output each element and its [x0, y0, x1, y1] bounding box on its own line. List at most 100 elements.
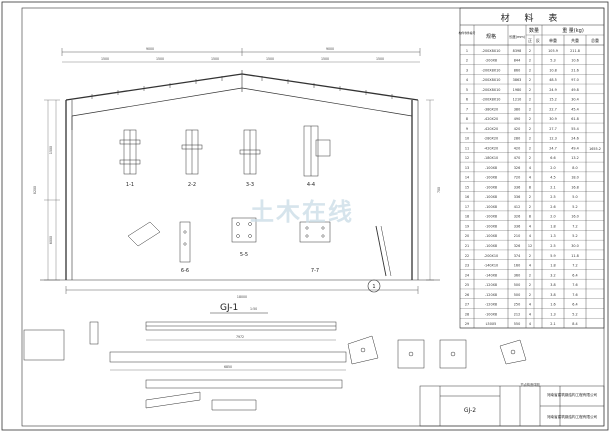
table-cell-total: 97.0: [571, 78, 579, 82]
table-cell-spec: -280X20: [484, 137, 498, 141]
table-cell-length: 380: [514, 107, 520, 111]
table-cell-spec: -120X8: [485, 303, 497, 307]
dim-rafter-4: 1500: [266, 57, 274, 61]
table-cell-spec: -200X8: [485, 59, 497, 63]
table-cell-a: 2: [529, 254, 531, 258]
table-cell-unit: 3.8: [550, 293, 555, 297]
table-cell-length: 336: [514, 185, 520, 189]
table-cell-spec: -100X8: [485, 166, 497, 170]
member-details: [23, 321, 527, 411]
table-cell-length: 500: [514, 293, 520, 297]
header-weight-total: 共重: [571, 37, 579, 43]
table-cell-no: 20: [465, 234, 469, 238]
table-cell-length: 1210: [513, 98, 522, 102]
table-cell-no: 11: [465, 146, 469, 150]
material-table: 材 料 表 构件零件编号 规格 长度(mm) 数量 正 反 重 量(kg) 单重…: [459, 7, 605, 329]
table-cell-a: 8: [529, 185, 531, 189]
dim-rafter-2: 1500: [156, 57, 164, 61]
table-cell-no: 9: [466, 127, 468, 131]
table-cell-total: 16.0: [571, 215, 579, 219]
table-cell-total: 8.0: [572, 166, 577, 170]
table-cell-length: 844: [514, 59, 520, 63]
table-cell-unit: 2.0: [550, 215, 555, 219]
table-cell-spec: -140X8: [485, 273, 497, 277]
table-cell-spec: -420X20: [484, 146, 498, 150]
table-cell-length: 250: [514, 303, 520, 307]
table-cell-length: 470: [514, 156, 520, 160]
detail-callout-circle: [367, 279, 381, 293]
portal-frame-elevation: [40, 48, 440, 294]
table-cell-no: 12: [465, 156, 469, 160]
header-part-no: 构件零件编号: [459, 31, 476, 35]
table-cell-unit: 4.5: [550, 176, 555, 180]
table-cell-spec: -420X20: [484, 117, 498, 121]
table-cell-unit: 24.9: [549, 88, 557, 92]
table-cell-spec: -200X8X10: [482, 88, 501, 92]
table-cell-total: 45.4: [571, 107, 579, 111]
table-cell-a: 4: [529, 224, 531, 228]
table-cell-spec: -200X8X10: [482, 49, 501, 53]
table-cell-total: 49.4: [571, 146, 579, 150]
table-cell-unit: 6.6: [550, 156, 555, 160]
dim-half-span-right: 9000: [326, 47, 334, 51]
table-cell-no: 26: [465, 293, 469, 297]
table-cell-total: 24.6: [571, 137, 579, 141]
table-cell-length: 210: [514, 234, 520, 238]
title-block-drawing-no: GJ-2: [464, 407, 476, 414]
table-cell-unit: 30.9: [549, 117, 557, 121]
table-cell-total: 7.2: [572, 224, 577, 228]
table-cell-no: 24: [465, 273, 469, 277]
table-cell-a: 2: [529, 68, 531, 72]
table-cell-spec: L50X5: [486, 322, 497, 326]
table-cell-length: 500: [514, 283, 520, 287]
table-cell-a: 4: [529, 176, 531, 180]
table-cell-length: 420: [514, 127, 520, 131]
dim-rafter-length: 7972: [236, 335, 244, 339]
table-cell-spec: -200X10: [484, 254, 498, 258]
table-cell-a: 2: [529, 137, 531, 141]
table-cell-length: 720: [514, 176, 520, 180]
table-cell-spec: -200X8X10: [482, 68, 501, 72]
table-cell-unit: 5.9: [550, 254, 555, 258]
table-cell-length: 212: [514, 312, 520, 316]
table-cell-unit: 10.8: [549, 68, 557, 72]
table-cell-length: 8398: [513, 49, 522, 53]
table-cell-unit: 22.7: [549, 107, 557, 111]
table-cell-no: 5: [466, 88, 468, 92]
table-cell-a: 2: [529, 156, 531, 160]
table-cell-no: 17: [465, 205, 469, 209]
table-cell-a: 2: [529, 98, 531, 102]
table-cell-no: 23: [465, 264, 469, 268]
table-cell-no: 19: [465, 224, 469, 228]
section-label-7-7: 7-7: [311, 268, 319, 274]
table-cell-a: 4: [529, 264, 531, 268]
table-cell-length: 860: [514, 68, 520, 72]
table-cell-total: 5.2: [572, 205, 577, 209]
section-details: [119, 125, 392, 277]
detail-note: 节点构造详图: [520, 382, 539, 387]
table-cell-a: 8: [529, 215, 531, 219]
table-cell-length: 160: [514, 264, 520, 268]
table-cell-a: 12: [528, 244, 532, 248]
table-cell-no: 4: [466, 78, 468, 82]
table-cell-total: 30.0: [571, 244, 579, 248]
header-spec: 规格: [486, 33, 496, 40]
table-cell-a: 2: [529, 127, 531, 131]
table-cell-no: 14: [465, 176, 469, 180]
table-cell-unit: 15.2: [549, 98, 557, 102]
table-cell-unit: 5.3: [550, 59, 555, 63]
table-cell-length: 550: [514, 322, 520, 326]
dim-rafter-1: 1500: [101, 57, 109, 61]
table-cell-length: 490: [514, 117, 520, 121]
table-cell-length: 336: [514, 224, 520, 228]
table-cell-length: 3863: [513, 78, 522, 82]
table-cell-unit: 2.6: [550, 205, 555, 209]
table-cell-unit: 105.9: [548, 49, 558, 53]
table-cell-unit: 1.8: [550, 224, 555, 228]
table-cell-a: 2: [529, 78, 531, 82]
header-length: 长度(mm): [509, 34, 526, 39]
detail-callout-number: 1: [372, 284, 375, 290]
table-cell-total: 49.8: [571, 88, 579, 92]
title-block-company-2: 河南省建筑钢结构工程有限公司: [547, 414, 598, 419]
